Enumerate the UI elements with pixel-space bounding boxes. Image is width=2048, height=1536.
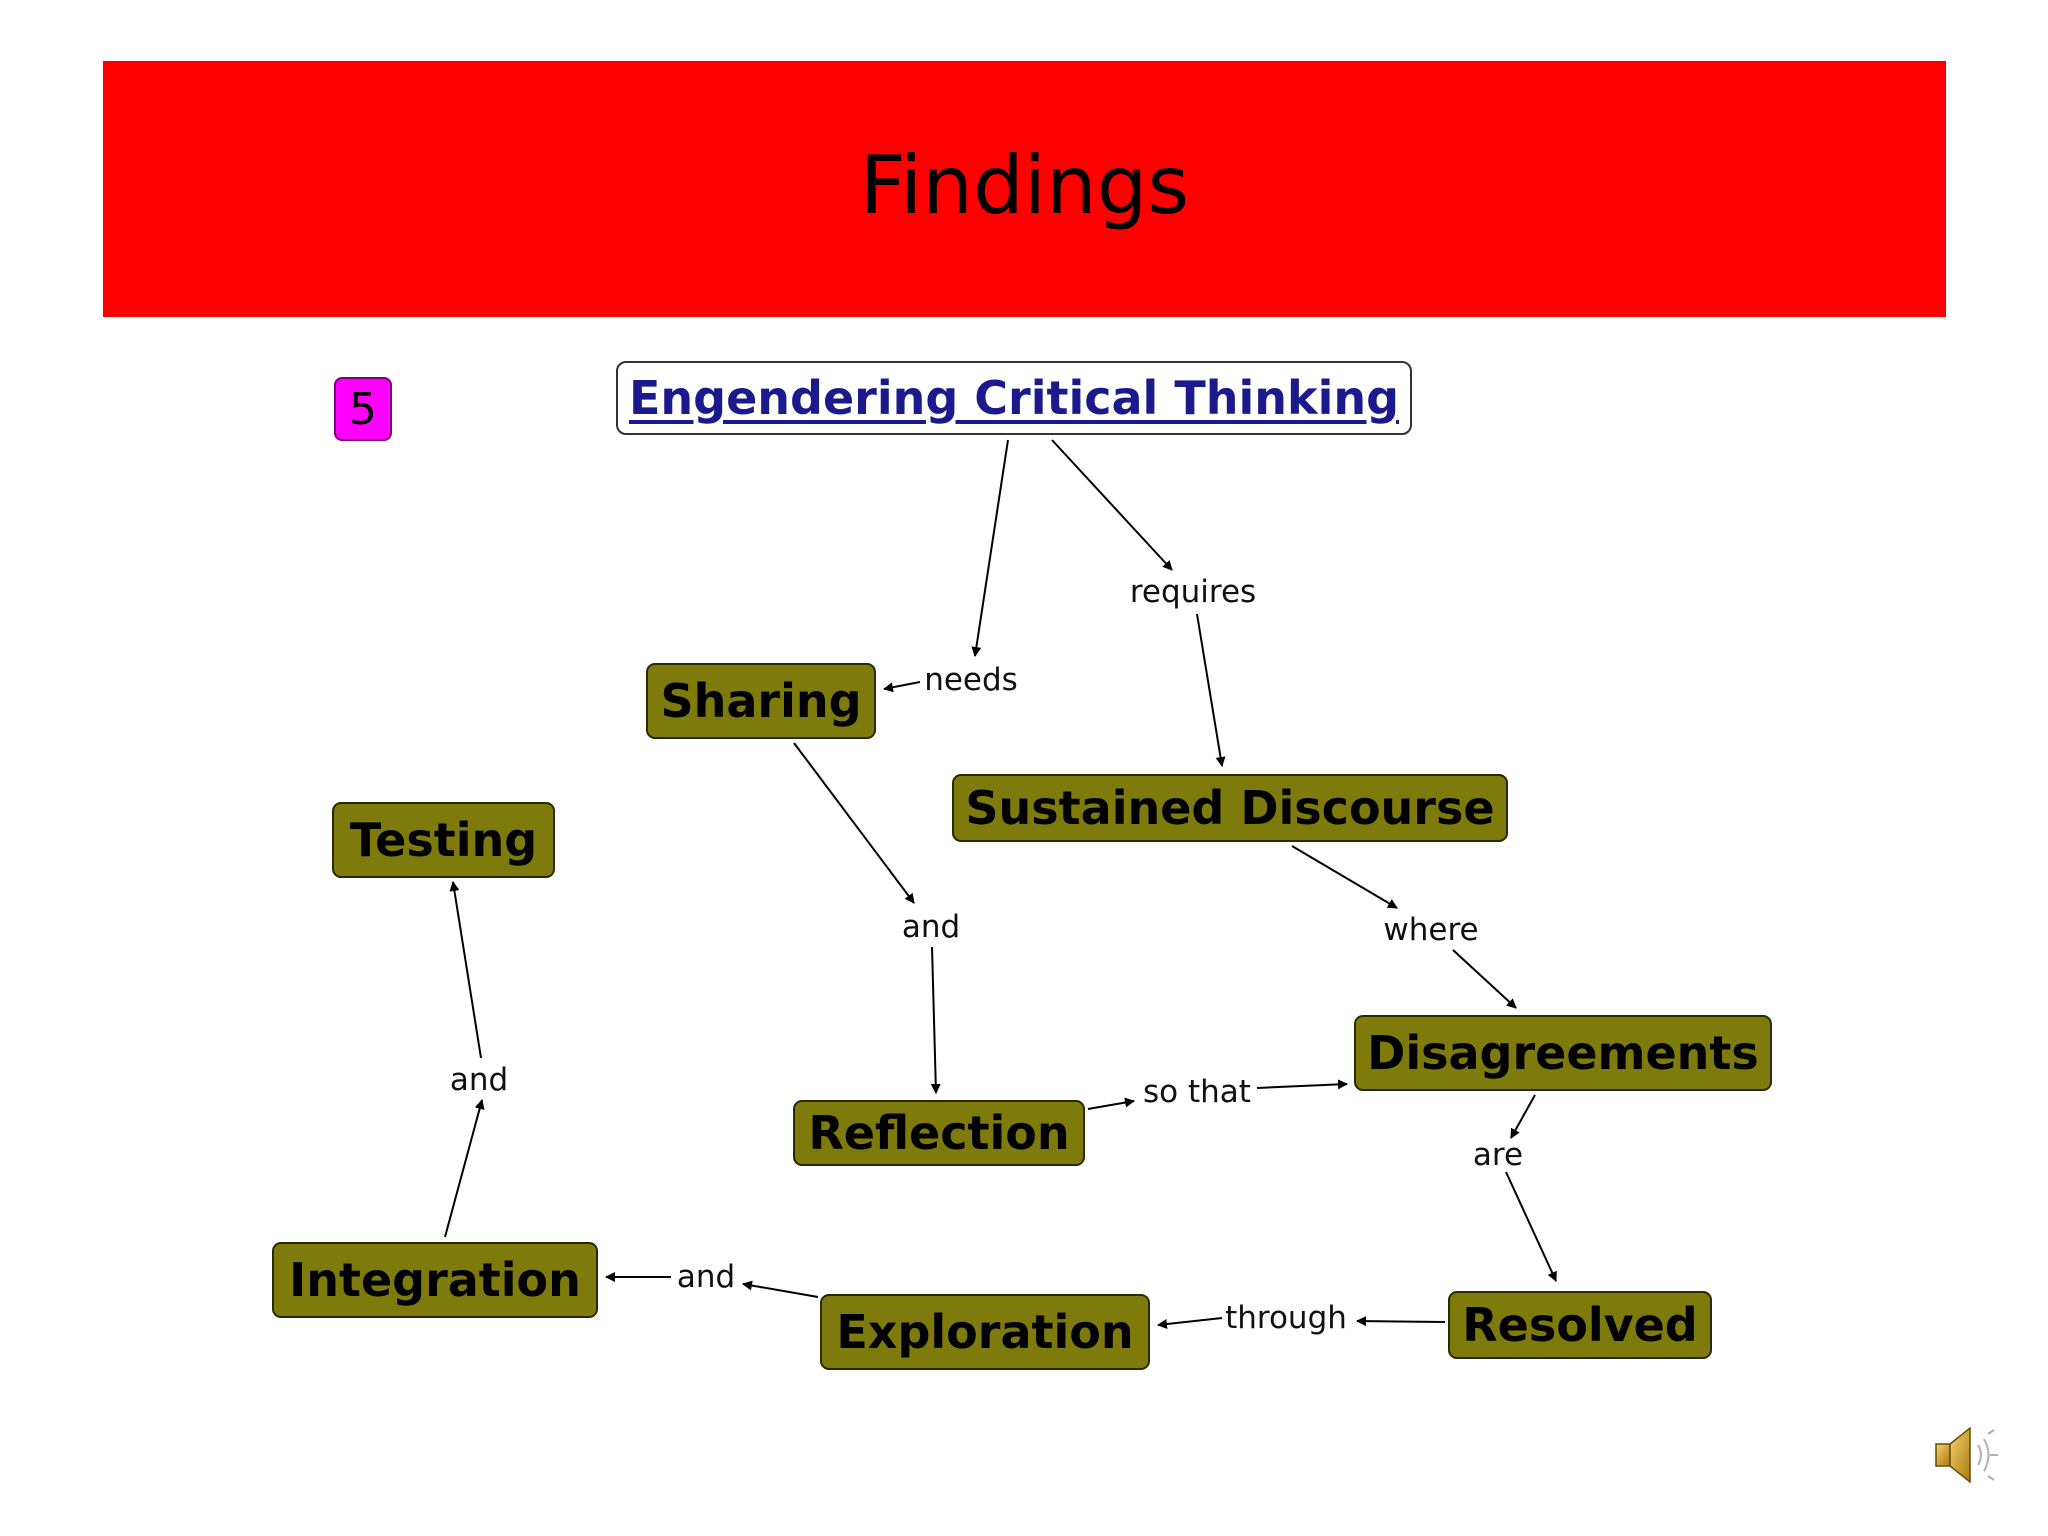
- connector-root-requires: [1051, 439, 1173, 571]
- connector-needs-sharing: [883, 681, 921, 693]
- concept-root: Engendering Critical Thinking: [616, 361, 1412, 435]
- connector-reflection-sothat: [1087, 1097, 1135, 1110]
- concept-disagreements: Disagreements: [1354, 1015, 1772, 1091]
- link-label-so-that: so that: [1143, 1074, 1251, 1110]
- connector-and-testing: [449, 881, 482, 1059]
- connector-resolved-through: [1356, 1316, 1446, 1327]
- concept-sharing: Sharing: [646, 663, 876, 739]
- concept-testing: Testing: [332, 802, 555, 878]
- link-label-where: where: [1383, 912, 1479, 948]
- link-label-and-sharing: and: [901, 909, 961, 945]
- connector-exploration-and: [742, 1280, 819, 1298]
- connector-through-exploration: [1157, 1317, 1223, 1329]
- concept-reflection: Reflection: [793, 1100, 1085, 1166]
- title-banner: Findings: [103, 61, 1946, 317]
- connector-sharing-and: [793, 742, 915, 904]
- concept-resolved: Resolved: [1448, 1291, 1712, 1359]
- concept-integration: Integration: [272, 1242, 598, 1318]
- connector-root-needs: [971, 439, 1009, 657]
- page-number-badge: 5: [334, 377, 392, 441]
- connector-integration-and: [444, 1099, 485, 1238]
- link-label-through: through: [1225, 1300, 1347, 1336]
- connector-requires-sustained: [1196, 613, 1226, 767]
- link-label-and-testing: and: [449, 1062, 509, 1098]
- connector-where-disagreements: [1452, 949, 1517, 1009]
- link-label-needs: needs: [924, 662, 1018, 698]
- connector-are-resolved: [1505, 1171, 1557, 1282]
- concept-sustained-discourse: Sustained Discourse: [952, 774, 1508, 842]
- slide-title: Findings: [859, 138, 1190, 232]
- connector-sothat-disagreements: [1256, 1079, 1348, 1090]
- connector-and-reflection: [930, 946, 941, 1094]
- speaker-icon[interactable]: [1930, 1420, 2002, 1490]
- concept-exploration: Exploration: [820, 1294, 1150, 1370]
- connector-disagreements-are: [1510, 1094, 1536, 1139]
- link-label-are: are: [1472, 1137, 1524, 1173]
- link-label-and-integration: and: [676, 1259, 736, 1295]
- connector-sustained-where: [1291, 845, 1398, 909]
- link-label-requires: requires: [1129, 574, 1257, 610]
